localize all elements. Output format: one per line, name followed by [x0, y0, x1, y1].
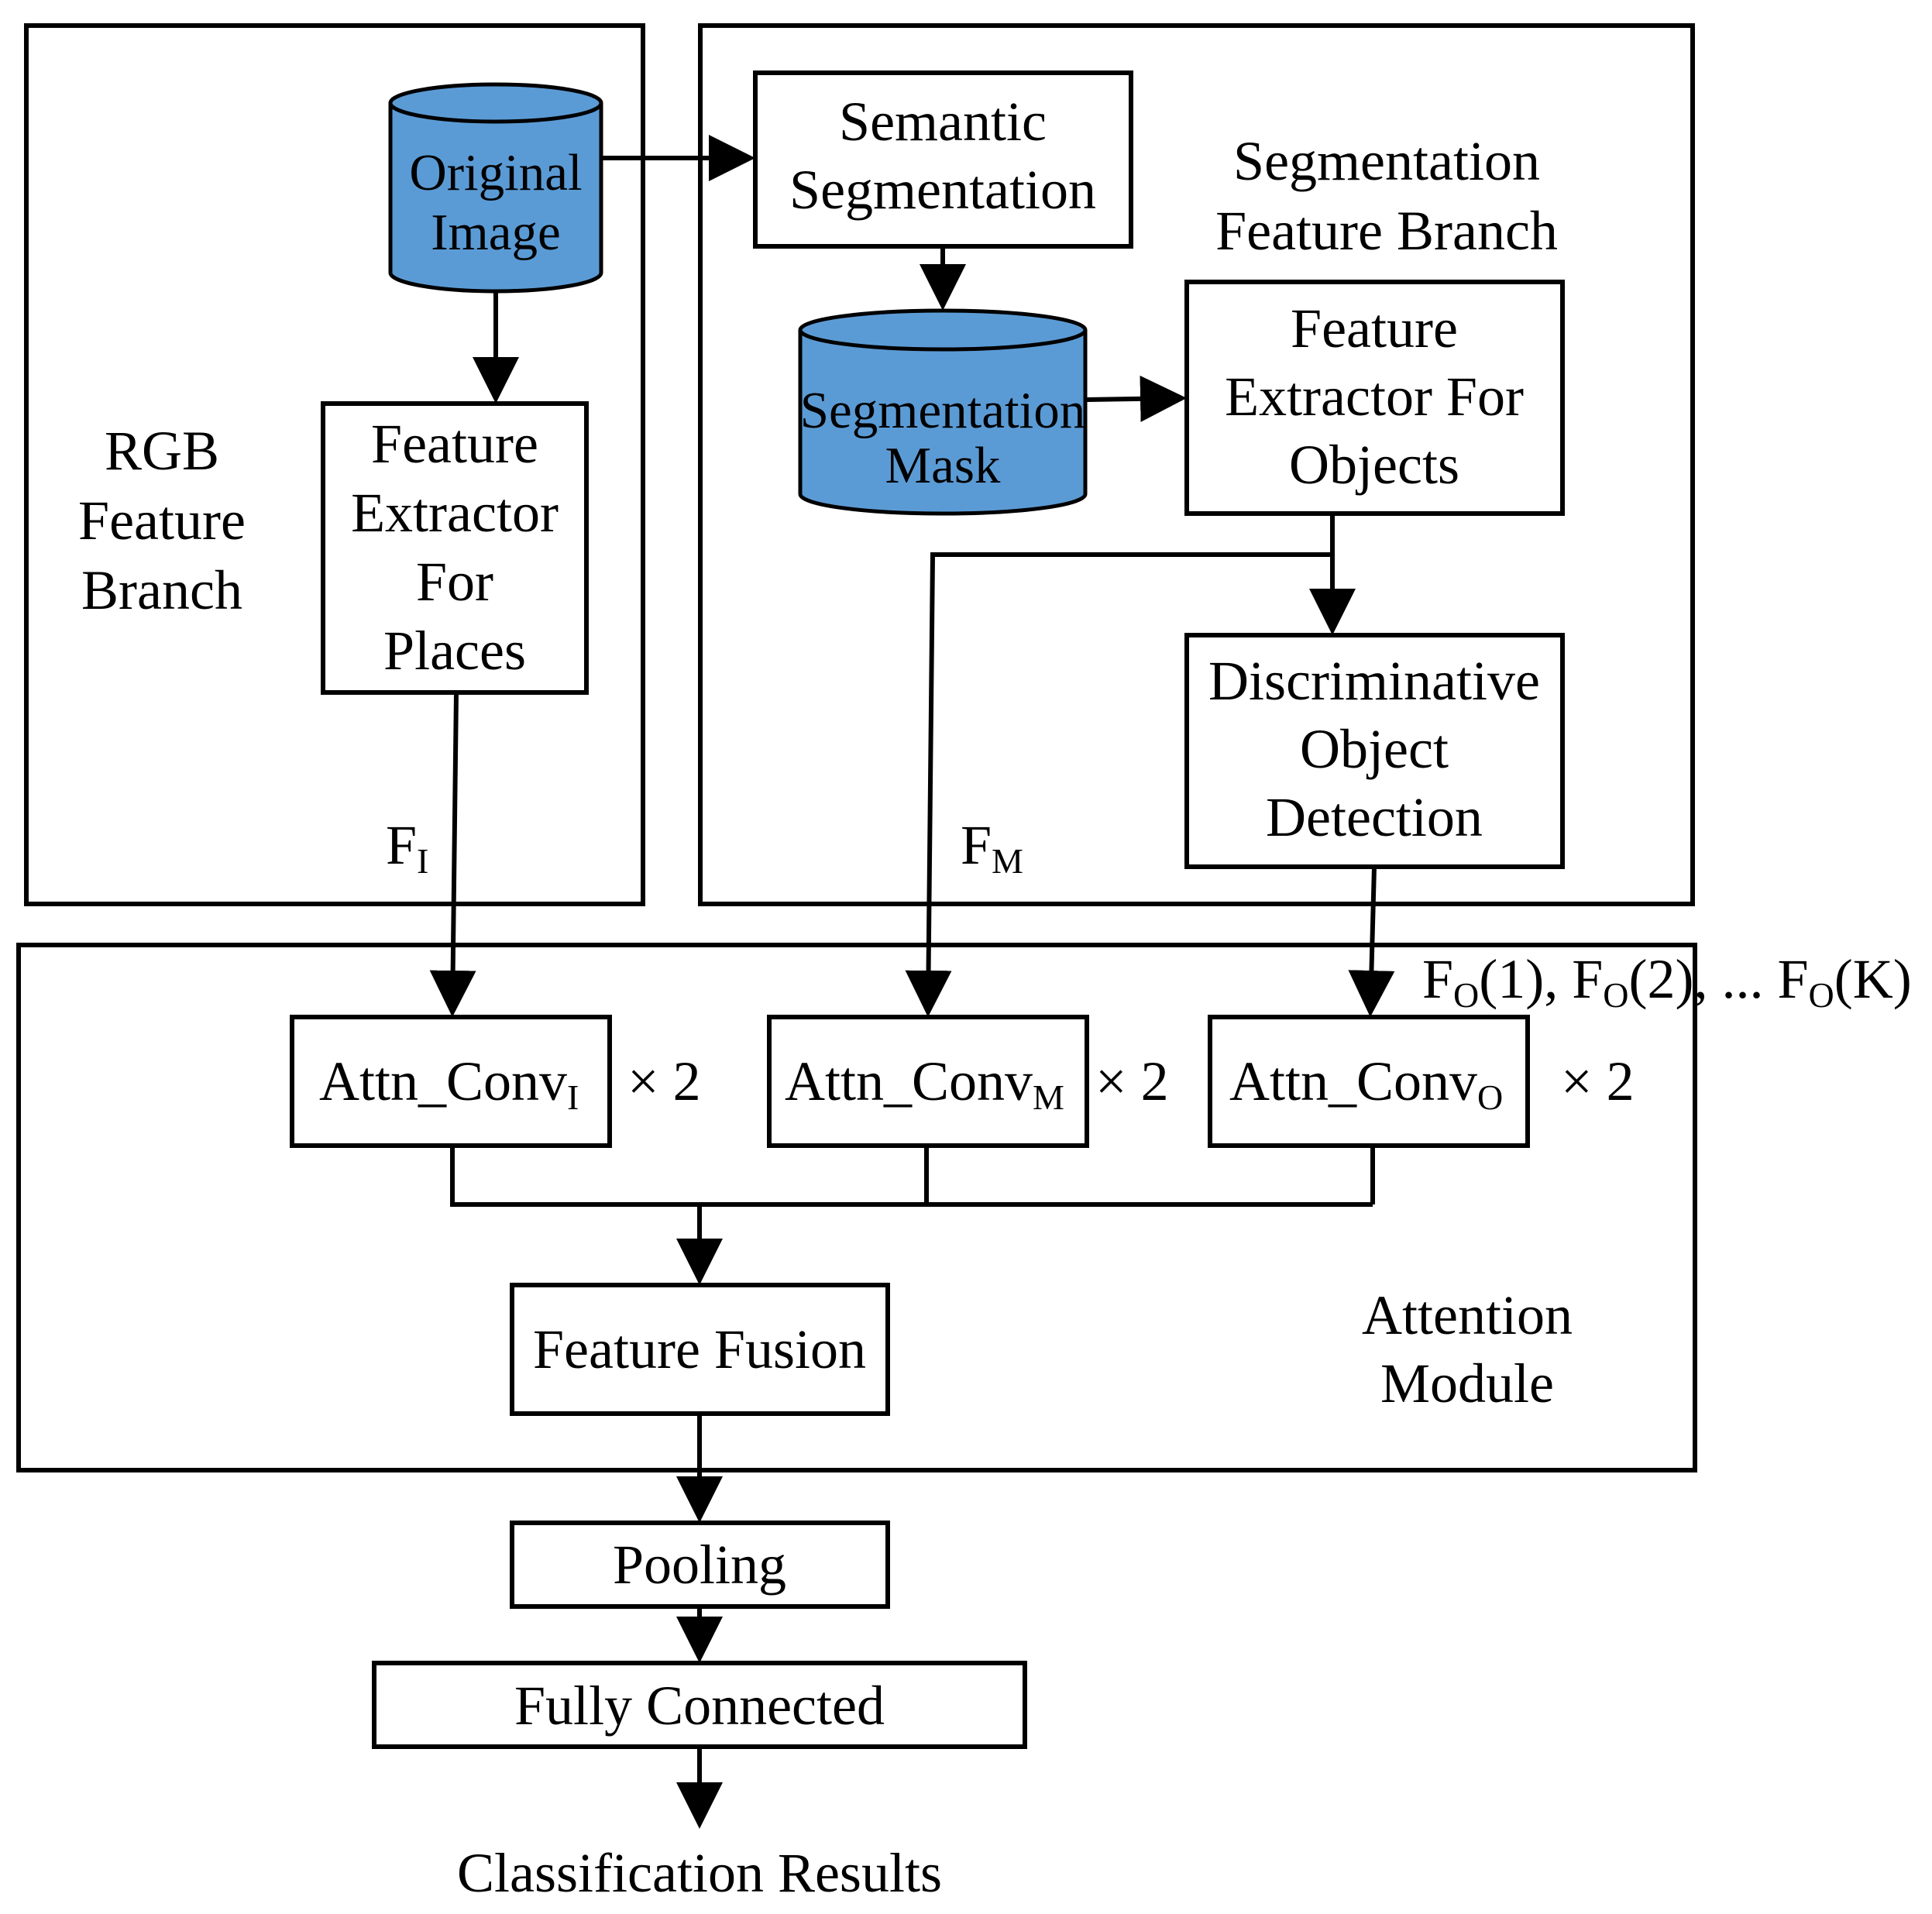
- segmentation-mask-cylinder: Segmentation Mask: [798, 308, 1088, 516]
- svg-text:Branch: Branch: [81, 559, 242, 621]
- f-m-label: FM: [961, 814, 1023, 881]
- svg-text:RGB: RGB: [105, 420, 219, 482]
- original-image-cylinder: Original Image: [388, 82, 603, 294]
- svg-text:Object: Object: [1300, 718, 1449, 780]
- svg-text:Original: Original: [409, 144, 582, 201]
- connectors: [429, 135, 1395, 1829]
- svg-text:Attn_ConvM: Attn_ConvM: [785, 1050, 1064, 1117]
- arrow-objects-to-attn-conv-m: [905, 552, 1332, 1017]
- svg-text:Attn_ConvI: Attn_ConvI: [319, 1050, 579, 1117]
- attn-conv-m-multiplier: × 2: [1095, 1050, 1169, 1112]
- svg-text:Fully Connected: Fully Connected: [514, 1675, 885, 1737]
- attn-conv-o-box: Attn_ConvO: [1208, 1015, 1530, 1148]
- segmentation-branch-frame: [698, 23, 1695, 906]
- svg-text:Attention: Attention: [1362, 1284, 1573, 1346]
- attn-conv-o-multiplier: × 2: [1561, 1050, 1635, 1112]
- svg-text:Detection: Detection: [1266, 786, 1483, 848]
- fully-connected-box: Fully Connected: [372, 1661, 1027, 1749]
- svg-text:Feature Branch: Feature Branch: [1215, 200, 1558, 262]
- attn-conv-m-box: Attn_ConvM: [767, 1015, 1089, 1148]
- svg-text:Image: Image: [431, 204, 560, 261]
- discriminative-object-detection-box: Discriminative Object Detection: [1184, 633, 1565, 869]
- rgb-branch-label: RGB Feature Branch: [78, 420, 246, 621]
- svg-text:Places: Places: [383, 620, 526, 682]
- f-i-label: FI: [386, 814, 428, 881]
- svg-text:For: For: [416, 551, 493, 613]
- svg-text:Semantic: Semantic: [839, 91, 1047, 153]
- classification-results-label: Classification Results: [457, 1842, 942, 1904]
- f-o-labels: FO(1), FO(2), ... FO(K): [1422, 948, 1912, 1015]
- svg-text:Feature: Feature: [371, 413, 538, 475]
- svg-text:Extractor For: Extractor For: [1225, 366, 1524, 428]
- svg-text:Pooling: Pooling: [613, 1534, 786, 1596]
- svg-text:Feature: Feature: [1291, 297, 1458, 359]
- svg-text:Segmentation: Segmentation: [789, 159, 1096, 221]
- svg-text:Discriminative: Discriminative: [1208, 650, 1540, 712]
- rgb-branch-frame: [24, 23, 645, 906]
- attn-conv-i-box: Attn_ConvI: [290, 1015, 612, 1148]
- segmentation-branch-label: Segmentation Feature Branch: [1215, 130, 1558, 262]
- arrow-detection-to-attn-conv-o: [1348, 866, 1395, 1017]
- svg-text:Segmentation: Segmentation: [1233, 130, 1540, 192]
- svg-text:Feature Fusion: Feature Fusion: [533, 1318, 866, 1380]
- svg-text:Mask: Mask: [885, 437, 1001, 494]
- svg-text:Attn_ConvO: Attn_ConvO: [1229, 1050, 1503, 1117]
- arrow-places-to-attn-conv-i: [429, 692, 476, 1017]
- svg-text:Objects: Objects: [1289, 434, 1459, 496]
- merge-lines: [450, 1146, 1375, 1207]
- svg-text:Segmentation: Segmentation: [800, 382, 1085, 439]
- pooling-box: Pooling: [510, 1521, 890, 1609]
- svg-text:Module: Module: [1380, 1352, 1554, 1414]
- attn-conv-i-multiplier: × 2: [627, 1050, 701, 1112]
- attention-module-label: Attention Module: [1362, 1284, 1573, 1414]
- feature-extractor-places-box: Feature Extractor For Places: [321, 401, 589, 695]
- arrow-mask-to-objects-extractor: [1085, 375, 1187, 422]
- feature-extractor-objects-box: Feature Extractor For Objects: [1184, 280, 1565, 516]
- svg-text:Feature: Feature: [78, 490, 246, 552]
- semantic-segmentation-box: Semantic Segmentation: [753, 70, 1133, 249]
- attention-module-frame: [16, 943, 1697, 1472]
- feature-fusion-box: Feature Fusion: [510, 1283, 890, 1416]
- svg-text:Extractor: Extractor: [351, 482, 559, 544]
